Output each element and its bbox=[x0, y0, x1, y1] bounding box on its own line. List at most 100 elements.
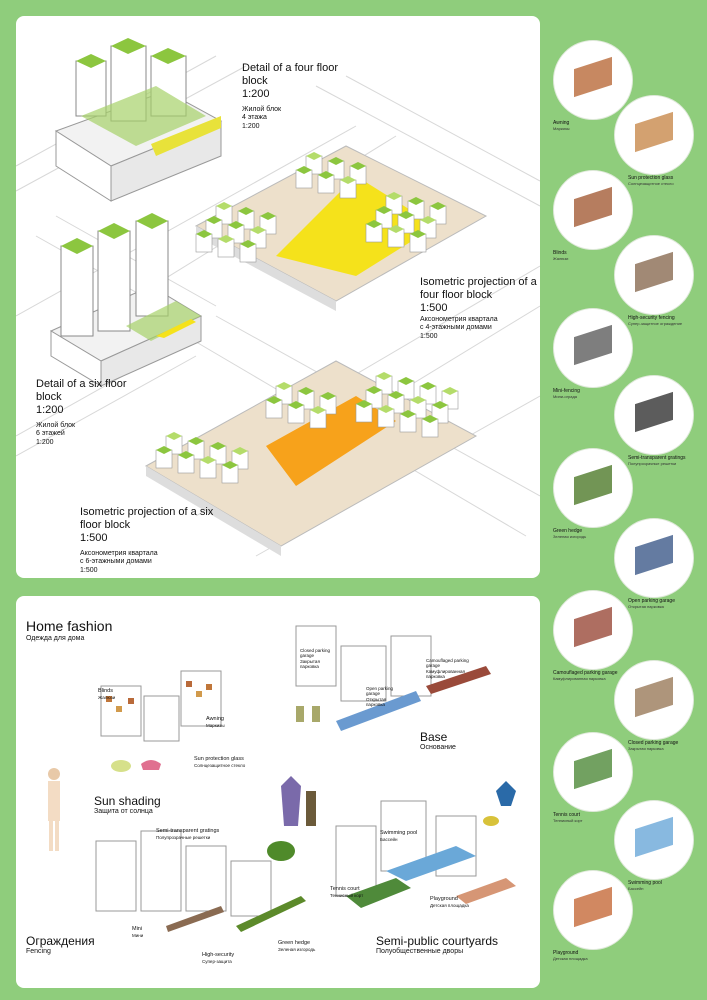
tennis-court-ru: Теннисный корт bbox=[330, 892, 364, 898]
detail-circle-label-en: Closed parking garage bbox=[628, 740, 679, 746]
courtyards-ru: Полуобщественные дворы bbox=[376, 948, 464, 956]
four-detail-ru-scale: 1:200 bbox=[242, 123, 260, 131]
four-iso-scale: 1:500 bbox=[420, 302, 448, 315]
detail-circle-swatch bbox=[574, 186, 612, 228]
detail-circle-label-ru: Солнцезащитное стекло bbox=[628, 181, 674, 186]
detail-circle-swatch bbox=[635, 534, 673, 576]
woman-figure bbox=[48, 768, 60, 851]
detail-circle-label-ru: Супер-защитное ограждение bbox=[628, 321, 683, 326]
four-floor-detail-model bbox=[54, 38, 223, 202]
detail-circle-label-en: Tennis court bbox=[553, 812, 580, 818]
tennis-court-en: Tennis court bbox=[330, 886, 360, 892]
four-iso-ru1: Аксонометрия квартала bbox=[420, 315, 498, 323]
closed-garage-en: Closed parking garage bbox=[300, 648, 331, 659]
base-model bbox=[295, 625, 491, 731]
detail-circle-9 bbox=[553, 590, 633, 670]
detail-circle-13 bbox=[553, 870, 633, 950]
four-detail-ru2: 4 этажа bbox=[242, 114, 267, 122]
bottom-drawing bbox=[48, 625, 516, 932]
detail-circle-swatch bbox=[635, 111, 673, 153]
six-detail-ru1: Жилой блок bbox=[36, 421, 76, 429]
sun-shading-title: Sun shading bbox=[94, 794, 161, 808]
swimming-pool-ru: Бассейн bbox=[380, 836, 398, 842]
six-detail-title: Detail of a six floor block bbox=[36, 378, 127, 404]
detail-circle-swatch bbox=[635, 676, 673, 718]
detail-circle-label-en: Playground bbox=[553, 950, 579, 956]
camo-garage-en: Camouflaged parking garage bbox=[426, 658, 469, 669]
detail-circle-label-en: Open parking garage bbox=[628, 598, 675, 604]
sun-shading-model bbox=[100, 670, 222, 742]
detail-circle-label-ru: Теннисный корт bbox=[553, 818, 583, 823]
detail-circle-swatch bbox=[574, 464, 612, 506]
four-iso-ru2: с 4-этажными домами bbox=[420, 324, 492, 332]
bottom-panel: Home fashion Одежда для дома Sun shading… bbox=[16, 596, 540, 988]
detail-circle-label-ru: Маркизы bbox=[553, 126, 570, 131]
swimming-pool-en: Swimming pool bbox=[380, 830, 418, 836]
courtyards-model bbox=[335, 800, 516, 908]
green-hedge-ru: Зеленая изгородь bbox=[278, 946, 316, 952]
six-iso-ru2: с 6-этажными домами bbox=[80, 558, 152, 566]
detail-circle-12 bbox=[614, 800, 694, 880]
detail-circle-label-en: Camouflaged parking garage bbox=[553, 670, 618, 676]
detail-circle-label-en: Mini-fencing bbox=[553, 388, 580, 394]
courtyards-caption: Semi-public courtyards Полуобщественные … bbox=[376, 934, 498, 957]
detail-circle-label-ru: Жалюзи bbox=[553, 256, 569, 261]
awning-en: Awning bbox=[206, 716, 224, 722]
sun-glass-en: Sun protection glass bbox=[194, 756, 244, 762]
courtyards-title: Semi-public courtyards bbox=[376, 934, 499, 948]
mini-ru: Мини bbox=[132, 932, 144, 938]
detail-circle-swatch bbox=[635, 391, 673, 433]
six-iso-title: Isometric projection of a six floor bloc… bbox=[80, 506, 214, 532]
detail-circle-label-ru: Мини-ограда bbox=[553, 394, 578, 399]
detail-circle-6 bbox=[614, 375, 694, 455]
sun-glass-ru: Солнцезащитное стекло bbox=[194, 762, 246, 768]
detail-circle-label-ru: Бассейн bbox=[628, 886, 644, 891]
six-detail-ru2: 6 этажей bbox=[36, 430, 65, 438]
detail-circle-label-ru: Камуфлированная парковка bbox=[553, 676, 606, 681]
camo-garage-ru: Камуфлированная парковка bbox=[426, 668, 465, 680]
detail-circle-swatch bbox=[574, 886, 612, 928]
detail-circle-8 bbox=[614, 518, 694, 598]
four-detail-title: Detail of a four floor block bbox=[242, 62, 338, 88]
four-detail-scale: 1:200 bbox=[242, 88, 270, 101]
four-floor-iso-buildings bbox=[195, 152, 447, 263]
detail-circle-label-en: High-security fencing bbox=[628, 315, 675, 321]
semi-gratings-ru: Полупрозрачные решетки bbox=[156, 834, 211, 840]
four-iso-ru-scale: 1:500 bbox=[420, 333, 438, 341]
high-security-ru: Супер-защита bbox=[202, 958, 232, 964]
semi-gratings-en: Semi-transparent gratings bbox=[156, 828, 220, 834]
detail-circle-10 bbox=[614, 660, 694, 740]
home-fashion-subtitle: Одежда для дома bbox=[26, 634, 85, 642]
detail-circle-swatch bbox=[635, 816, 673, 858]
six-iso-scale: 1:500 bbox=[80, 532, 108, 545]
six-detail-caption: Detail of a six floor block 1:200 Жилой … bbox=[36, 378, 136, 448]
four-iso-caption: Isometric projection of a four floor blo… bbox=[420, 276, 540, 342]
four-detail-ru1: Жилой блок bbox=[242, 105, 282, 113]
six-detail-scale: 1:200 bbox=[36, 404, 64, 417]
playground-ru: Детская площадка bbox=[430, 902, 469, 908]
detail-circle-label-ru: Зеленая изгородь bbox=[553, 534, 587, 539]
open-garage-en: Open parking garage bbox=[366, 686, 394, 697]
detail-circle-swatch bbox=[574, 56, 612, 98]
playground-en: Playground bbox=[430, 896, 458, 902]
closed-garage-ru: Закрытая парковка bbox=[300, 658, 320, 670]
four-detail-caption: Detail of a four floor block 1:200 Жилой… bbox=[242, 62, 362, 132]
detail-circle-label-en: Semi-transparent gratings bbox=[628, 455, 686, 461]
six-iso-ru-scale: 1:500 bbox=[80, 567, 98, 575]
